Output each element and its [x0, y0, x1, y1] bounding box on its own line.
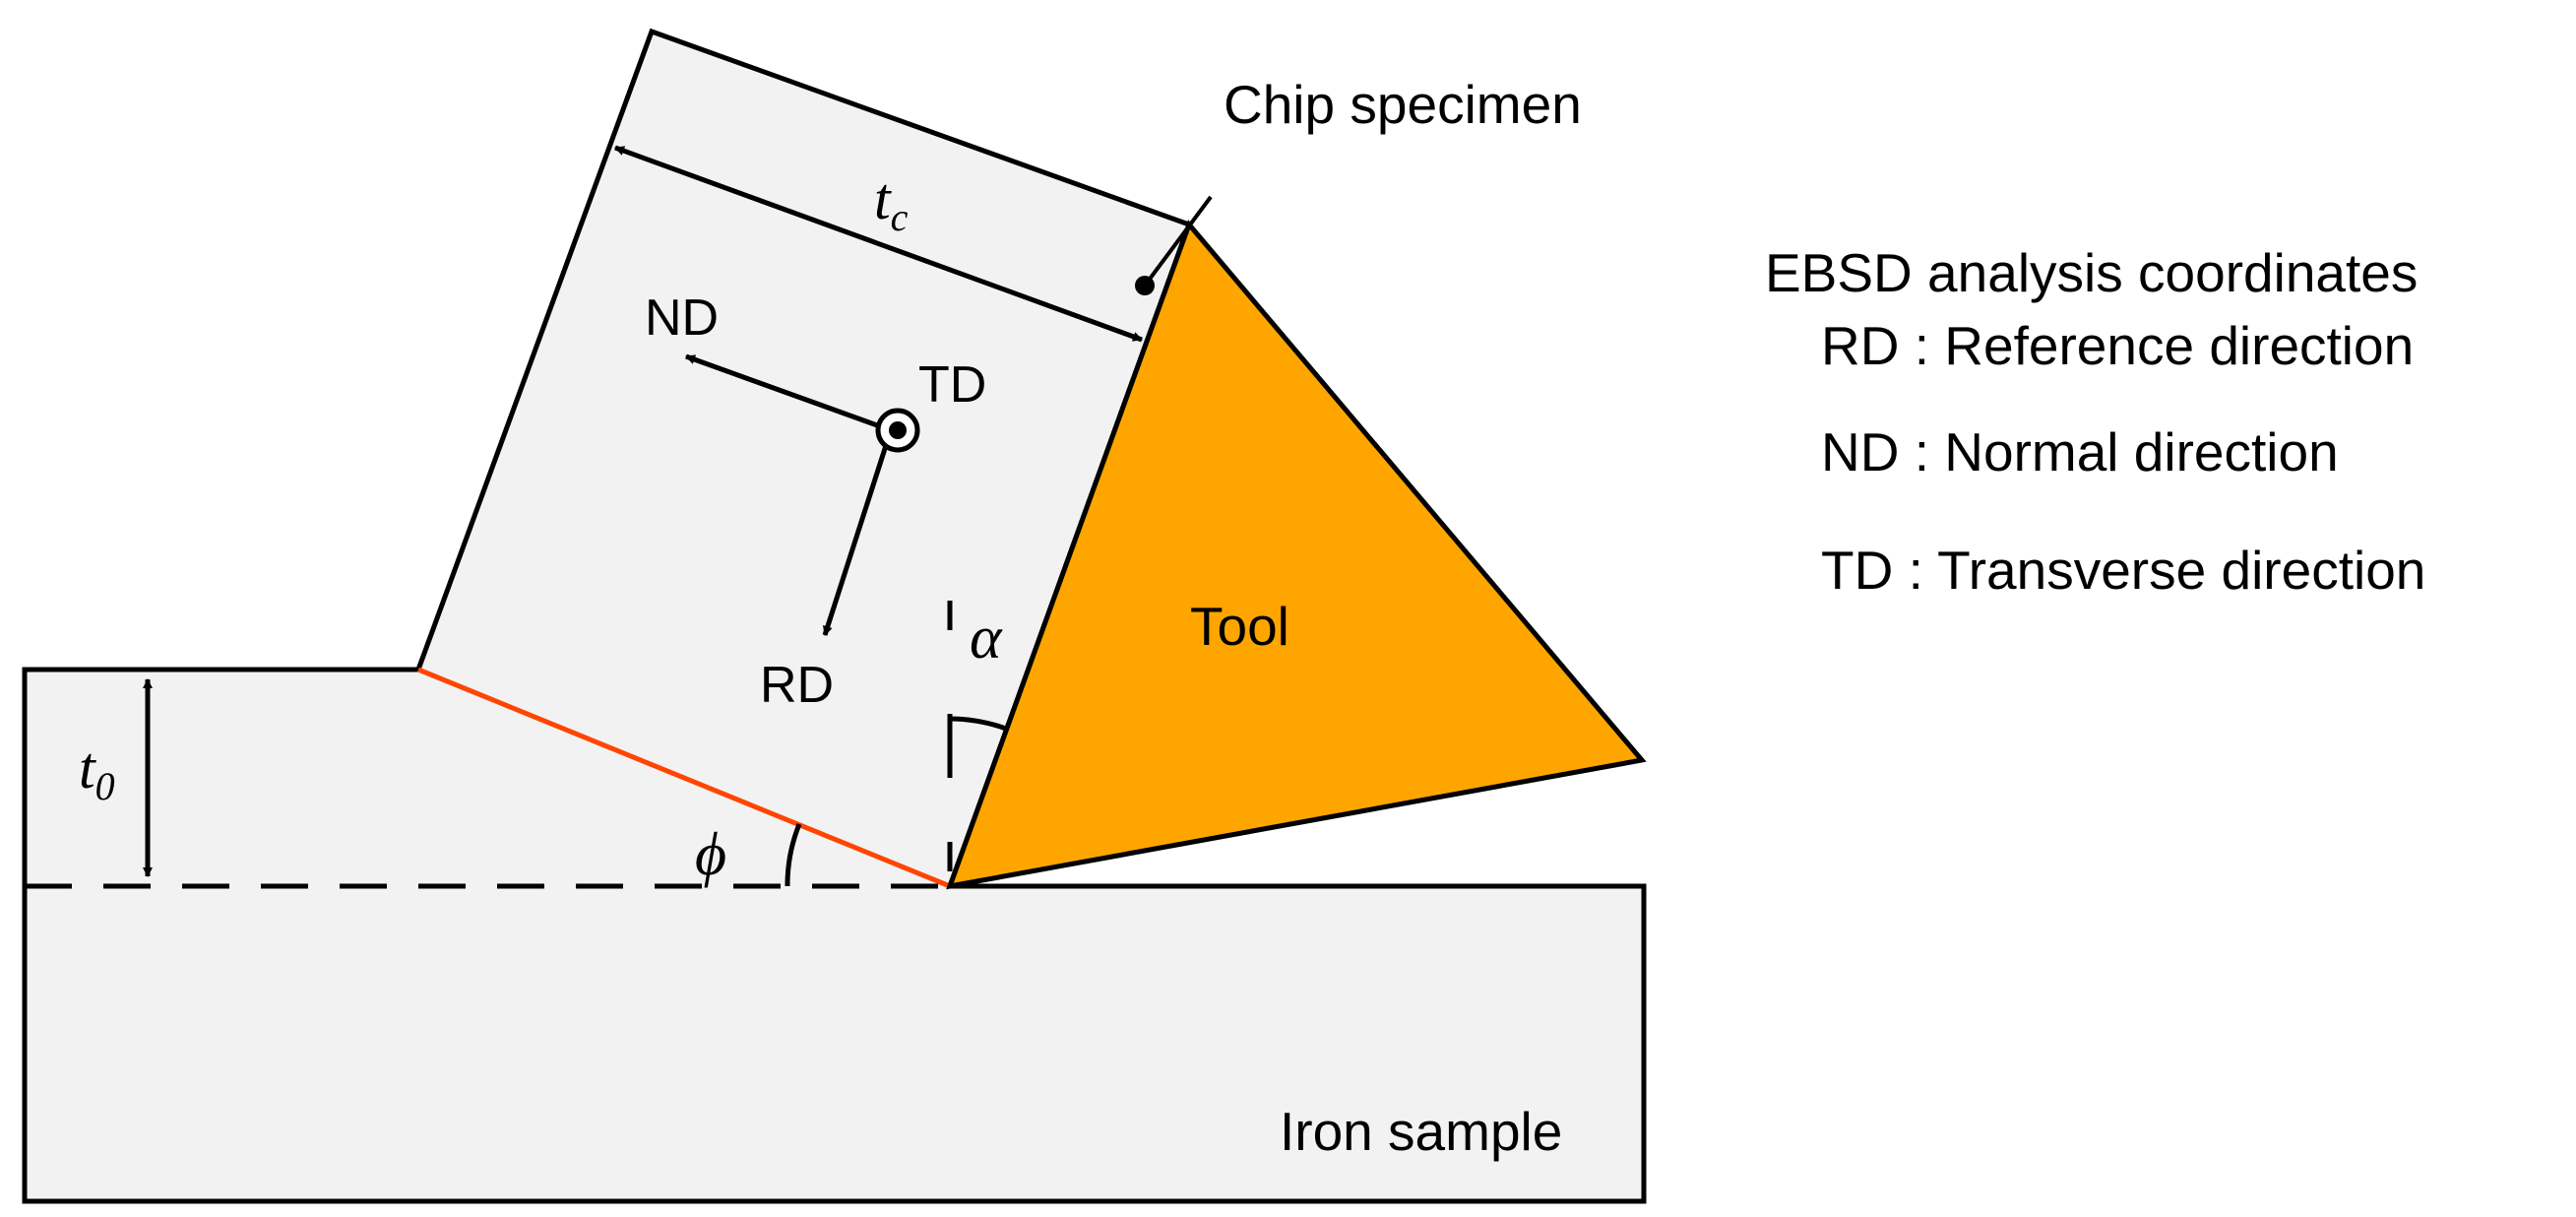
tc-dimension-arrow — [614, 145, 1143, 343]
rd-axis-arrow — [822, 429, 894, 636]
tool-label: Tool — [1190, 596, 1289, 657]
rd-label: RD — [760, 657, 834, 714]
phi-angle-arc — [785, 823, 802, 887]
iron-sample-label: Iron sample — [1280, 1101, 1562, 1162]
nd-axis-arrow — [685, 353, 892, 433]
iron-sample-body — [25, 670, 1644, 1201]
phi-label: ϕ — [695, 821, 726, 888]
td-label: TD — [918, 356, 986, 414]
iron-sample-outline — [22, 667, 1647, 1204]
t0-label: t0 — [79, 736, 115, 808]
chip-specimen-label: Chip specimen — [1224, 74, 1582, 135]
td-axis-dot — [889, 421, 907, 439]
legend-item-rd: RD : Reference direction — [1821, 315, 2414, 376]
tc-label: tc — [874, 166, 909, 239]
nd-label: ND — [645, 289, 719, 347]
tool-shape — [946, 220, 1647, 890]
shear-plane-line — [417, 667, 951, 889]
chip-specimen-leader-dot — [1135, 276, 1155, 295]
legend-item-nd: ND : Normal direction — [1821, 421, 2339, 482]
legend-title: EBSD analysis coordinates — [1765, 242, 2418, 303]
alpha-angle-arc — [949, 716, 1007, 732]
alpha-label: α — [970, 605, 1003, 672]
legend-item-td: TD : Transverse direction — [1821, 540, 2425, 601]
chip-specimen-leader-line — [1143, 195, 1213, 288]
